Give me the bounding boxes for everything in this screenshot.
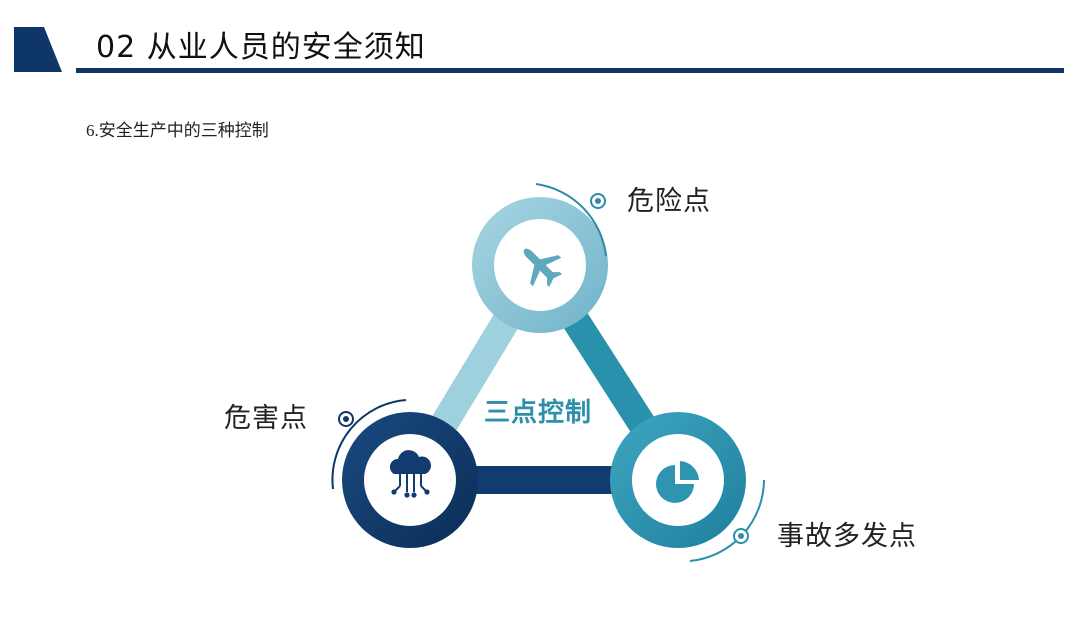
pie-chart-icon xyxy=(656,461,699,503)
node-accident-prone-point xyxy=(610,412,765,562)
section-title: 6.安全生产中的三种控制 xyxy=(86,116,269,141)
diagram-center-label: 三点控制 xyxy=(484,398,593,428)
label-danger-point: 危险点 xyxy=(627,186,711,217)
page-title: 02 从业人员的安全须知 xyxy=(96,30,426,65)
cloud-network-icon xyxy=(389,450,432,498)
label-accident-prone-point: 事故多发点 xyxy=(777,521,917,552)
header-divider xyxy=(76,68,1064,73)
node-hazard-point xyxy=(331,399,478,548)
airplane-icon xyxy=(523,248,562,287)
node-danger-point xyxy=(472,183,608,333)
header-tab-shape xyxy=(14,27,62,72)
section-title-text: 安全生产中的三种控制 xyxy=(98,121,269,141)
section-number: 6. xyxy=(86,121,99,140)
label-hazard-point: 危害点 xyxy=(224,403,308,434)
